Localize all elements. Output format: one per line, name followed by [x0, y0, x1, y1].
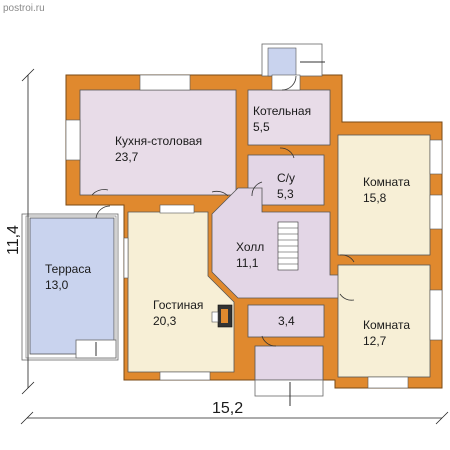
dimension-width: 15,2 — [20, 400, 449, 425]
watermark: postroi.ru — [3, 3, 45, 14]
room-living-area: 20,3 — [153, 314, 177, 328]
room-bathroom-name: С/у — [277, 171, 295, 185]
room-kitchen-name: Кухня-столовая — [115, 134, 202, 148]
room-kitchen-area: 23,7 — [115, 150, 139, 164]
room-small — [247, 304, 325, 338]
room-hall-area: 11,1 — [236, 256, 259, 270]
dimension-width-label: 15,2 — [212, 400, 243, 417]
terrace-railing — [21, 213, 119, 361]
room-terrace-name: Терраса — [45, 262, 91, 276]
room-boiler-area: 5,5 — [253, 120, 270, 134]
room-bedroom-1 — [337, 134, 431, 256]
doors — [91, 75, 355, 347]
room-terrace-area: 13,0 — [45, 278, 69, 292]
stairs — [277, 221, 299, 271]
room-bathroom-area: 5,3 — [277, 187, 294, 201]
room-living — [127, 211, 235, 373]
porch-steps — [254, 379, 324, 397]
dimension-height-label: 11,4 — [5, 225, 22, 255]
room-living-name: Гостиная — [153, 298, 203, 312]
room-boiler-name: Котельная — [253, 104, 311, 118]
dimension-height: 11,4 — [5, 68, 35, 395]
terrace-railing-inner — [25, 215, 117, 359]
terrace — [29, 217, 115, 355]
room-bedroom-2 — [337, 264, 431, 378]
windows — [65, 74, 443, 389]
room-small-area: 3,4 — [278, 314, 295, 328]
room-bedroom-2-name: Комната — [363, 318, 410, 332]
room-bedroom-1-name: Комната — [363, 175, 410, 189]
room-hall-name: Холл — [236, 240, 264, 254]
vestibule — [254, 345, 324, 381]
room-bedroom-1-area: 15,8 — [363, 191, 387, 205]
room-bedroom-2-area: 12,7 — [363, 334, 387, 348]
